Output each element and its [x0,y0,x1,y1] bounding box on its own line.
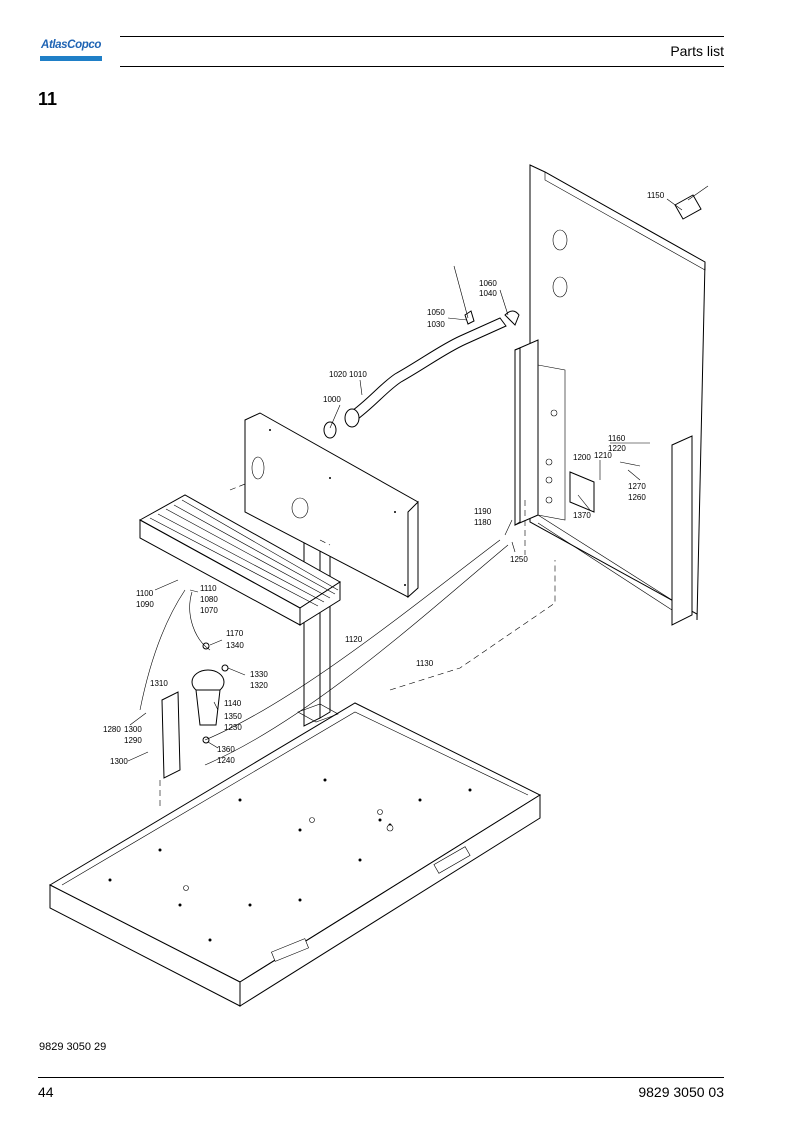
callout-1100: 1100 [136,589,154,598]
callout-1320: 1320 [250,681,268,690]
callout-1090: 1090 [136,600,154,609]
callout-1220: 1220 [608,444,626,453]
callout-1190: 1190 [474,507,492,516]
callout-1130: 1130 [416,659,434,668]
callout-1250: 1250 [510,555,528,564]
callout-labels: 1150 1060 1040 1050 1030 1020 1010 1000 … [103,191,665,766]
callout-1180: 1180 [474,518,492,527]
atlas-copco-logo: AtlasCopco [40,36,102,67]
callout-1160: 1160 [608,434,626,443]
filter-assembly [161,642,229,779]
header-rule-top [120,36,724,37]
callout-1010: 1010 [349,370,367,379]
callout-1300-upper: 1300 [124,725,142,734]
pipe-assembly [323,185,709,439]
logo-wordmark: AtlasCopco [41,39,101,51]
callout-1230: 1230 [224,723,242,732]
callout-1020: 1020 [329,370,347,379]
callout-1260: 1260 [628,493,646,502]
callout-1060: 1060 [479,279,497,288]
cabinet-frame [514,164,706,626]
callout-1150: 1150 [647,191,665,200]
callout-1240: 1240 [217,756,235,765]
support-post [297,529,339,727]
callout-1000: 1000 [323,395,341,404]
callout-1350: 1350 [224,712,242,721]
leader-lines [127,198,683,762]
callout-1040: 1040 [479,289,497,298]
document-number: 9829 3050 03 [638,1084,724,1100]
header-rule-bottom [120,66,724,67]
section-number: 11 [38,89,58,109]
radiator [138,494,341,626]
callout-1200: 1200 [573,453,591,462]
callout-1140: 1140 [224,699,242,708]
page-number: 44 [38,1084,54,1100]
callout-1280: 1280 [103,725,121,734]
callout-1070: 1070 [200,606,218,615]
callout-1310: 1310 [150,679,168,688]
cooler-panel [244,412,419,599]
callout-1300-lower: 1300 [110,757,128,766]
callout-1110: 1110 [200,584,217,593]
callout-1290: 1290 [124,736,142,745]
logo-bar [40,56,102,61]
callout-1170: 1170 [226,629,244,638]
callout-1340: 1340 [226,641,244,650]
assembly-guide-lines [159,483,556,810]
page-title: Parts list [670,43,724,59]
callout-1330: 1330 [250,670,268,679]
drawing-reference: 9829 3050 29 [39,1041,107,1053]
callout-1080: 1080 [200,595,218,604]
callout-1120: 1120 [345,635,363,644]
base-frame [48,702,542,1007]
callout-1030: 1030 [427,320,445,329]
callout-1050: 1050 [427,308,445,317]
callout-1210: 1210 [594,451,612,460]
callout-1370: 1370 [573,511,591,520]
callout-1270: 1270 [628,482,646,491]
hoses [139,539,509,766]
callout-1360: 1360 [217,745,235,754]
footer-rule [38,1077,724,1078]
